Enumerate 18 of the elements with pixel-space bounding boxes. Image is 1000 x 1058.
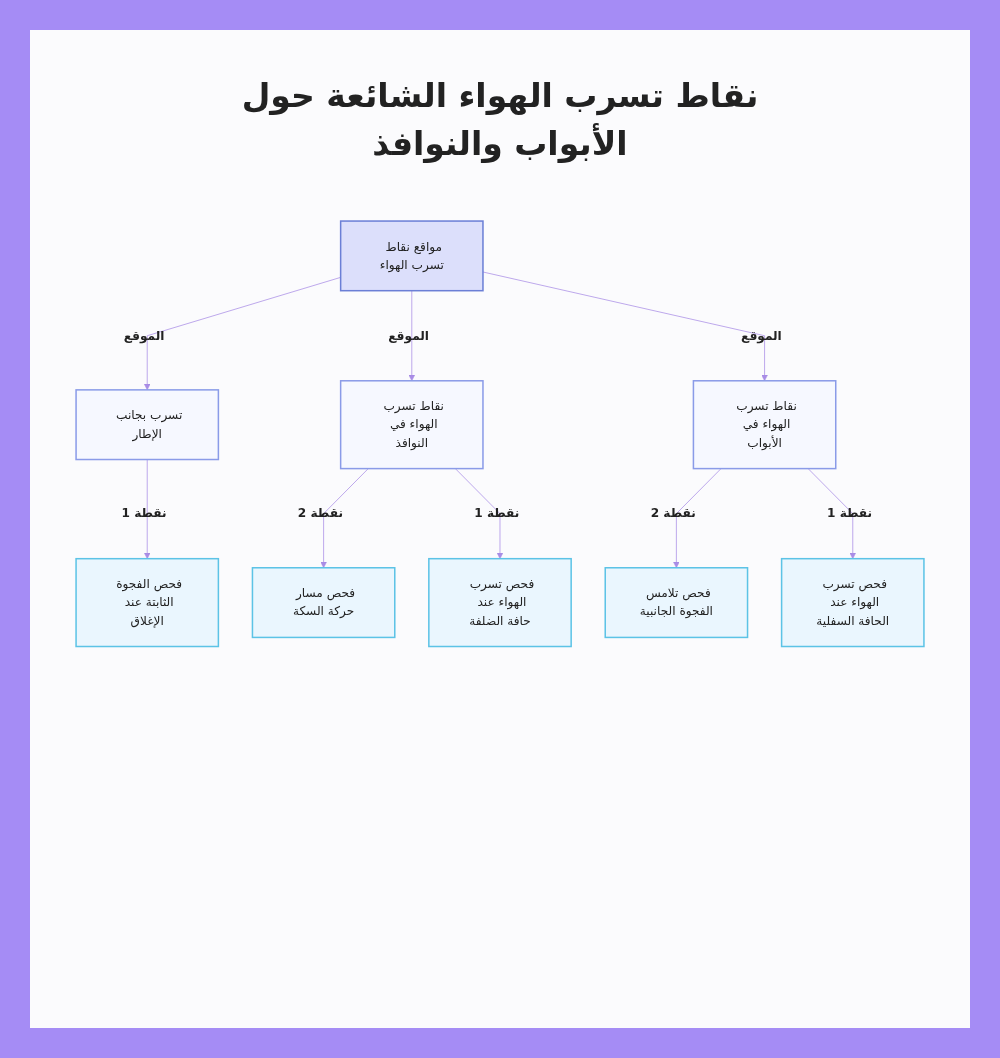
edge-label: الموقع — [123, 328, 165, 343]
process-box: فحص تسرب الهواء عند الحافة السفلية — [780, 557, 925, 648]
process-box: مواقع نقاط تسرب الهواء — [339, 220, 484, 292]
process-box: نقاط تسرب الهواء في الأبواب — [692, 380, 837, 470]
edge-label: نقطة 1 — [121, 506, 167, 521]
edge-label: نقطة 2 — [297, 506, 343, 521]
edge-label: نقطة 1 — [474, 506, 520, 521]
diagram-title: نقاط تسرب الهواء الشائعة حول الأبواب والنوافذ — [240, 75, 760, 165]
process-box: نقاط تسرب الهواء في النوافذ — [339, 380, 484, 470]
process-box: تسرب بجانب الإطار — [75, 389, 220, 461]
process-box: فحص الفجوة الثابتة عند الإغلاق — [75, 557, 220, 648]
edge-label: نقطة 1 — [827, 506, 873, 521]
process-box: فحص تلامس الفجوة الجانبية — [604, 567, 749, 639]
process-box: فحص تسرب الهواء عند حافة الضلفة — [428, 557, 572, 648]
edge-label: الموقع — [388, 328, 429, 343]
edge-label: الموقع — [741, 328, 782, 343]
edge-label: نقطة 2 — [650, 506, 696, 521]
process-box: فحص مسار حركة السكة — [251, 567, 396, 639]
